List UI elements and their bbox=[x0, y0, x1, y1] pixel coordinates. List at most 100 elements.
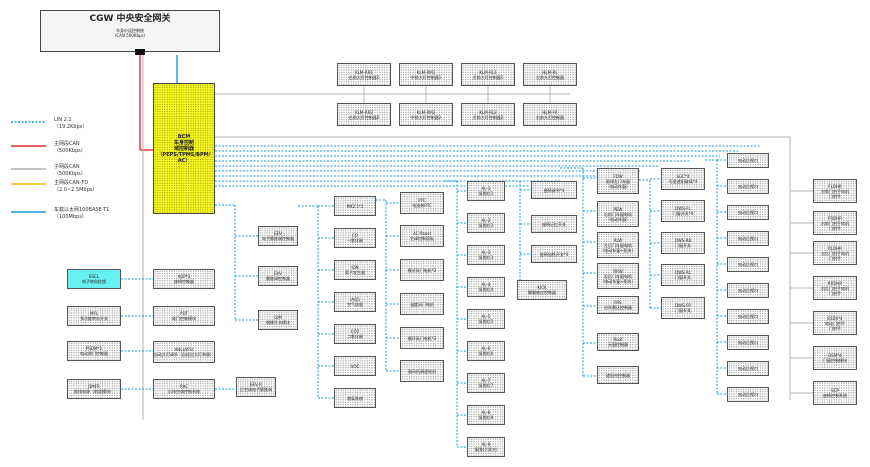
mirror-module-8-label: 电动后视口 bbox=[738, 366, 758, 371]
window-module-5-label-l1: Roof bbox=[613, 337, 623, 342]
sensor-6: 香氛系统 bbox=[334, 388, 376, 408]
module-adp-label-l1: ADP*3 bbox=[177, 274, 191, 279]
module-top-0-label-l2: 右前大灯控制器1 bbox=[348, 74, 380, 80]
bcm-line5: AC） bbox=[177, 157, 191, 164]
module-second-3-label-l2: 右前大灯控制器 bbox=[536, 114, 564, 120]
ac-module-2: 模式风门电机*2 bbox=[400, 259, 444, 281]
legend-item-eth-label: 车载以太网100BASE-T1 bbox=[54, 207, 110, 213]
ambient-light-3-label-l1: AL-4 bbox=[481, 282, 491, 287]
module-gim-label-l1: GIM bbox=[274, 315, 282, 320]
window-module-4-label-l1: PAS bbox=[614, 300, 622, 305]
door-switch-0-label-l2: 可变遮阳玻璃*4 bbox=[668, 179, 698, 184]
module-adp-label-l2: 座椅控制器 bbox=[174, 279, 194, 284]
mirror-module-9-label: 电动后视口 bbox=[738, 392, 758, 397]
ac-module-0-label-l2: 电加热PTC bbox=[412, 203, 432, 208]
ambient-light-6-label-l1: AL-7 bbox=[481, 378, 491, 383]
legend-item-subcan-label: 子网段CAN bbox=[54, 164, 80, 170]
ambient-light-1-label-l2: 氛围灯2 bbox=[478, 223, 494, 228]
module-second-1-label-l1: KLM-RM2 bbox=[416, 109, 436, 115]
ac-module-0-label-l1: PTC bbox=[418, 198, 426, 203]
gateway-line1: 车身价运控制统 bbox=[116, 28, 144, 33]
bcm-line2: 车身控制 bbox=[173, 139, 194, 146]
bcm-controller: BCM 车身控制 域控制器 （PEPS/TPMS/BPM/ AC） bbox=[153, 83, 215, 214]
mirror-module-9: 电动后视口 bbox=[727, 387, 769, 402]
handle-module-3-label-l1: RRDHR bbox=[827, 280, 843, 286]
module-dmfr-label-l1: DMFR bbox=[88, 384, 100, 389]
handle-module-0-label-l2: 左前门把手电机 bbox=[821, 188, 849, 194]
sensor-2-label-l2: 离子发生器 bbox=[345, 270, 365, 275]
seat-module-2-label-l1: 座椅加热开关*4 bbox=[539, 251, 569, 257]
handle-module-6-label-l2: 座椅控制系统 bbox=[823, 393, 847, 398]
mirror-module-1: 电动后视口 bbox=[727, 179, 769, 194]
legend-item-can-label: 主网段CAN bbox=[54, 141, 80, 147]
ambient-light-7-label-l2: 氛围灯8 bbox=[478, 415, 494, 420]
ac-module-3-label-l1: 温度风门电机 bbox=[410, 301, 434, 307]
mirror-module-0: 电动后视口 bbox=[727, 153, 769, 168]
module-top-3-label-l1: HLM-RL bbox=[542, 69, 558, 75]
door-switch-4-label-l1: DWS-FR bbox=[674, 303, 692, 308]
module-ahl: AHL(AFS)自动大灯调节（自适应大灯系统） bbox=[153, 341, 215, 363]
handle-module-3-label-l2: 右后门把手电机 bbox=[821, 285, 849, 291]
mirror-module-7: 电动后视口 bbox=[727, 335, 769, 350]
ambient-light-1-label-l1: AL-2 bbox=[481, 218, 491, 223]
door-switch-4-label-l2: 门窗开关 bbox=[675, 308, 691, 313]
mirror-module-3: 电动后视口 bbox=[727, 231, 769, 246]
ambient-light-0-label-l1: AL-1 bbox=[481, 186, 491, 191]
handle-module-1-label-l1: FRDHR bbox=[828, 215, 842, 221]
legend-item-canfd-label: 主网段CAN-FD bbox=[54, 180, 89, 186]
module-mfl-label-l1: MFL bbox=[90, 311, 98, 316]
mirror-module-8: 电动后视口 bbox=[727, 361, 769, 376]
window-module-0-label-l1: FDW bbox=[613, 173, 623, 179]
handle-module-2-label-l1: RLDHR bbox=[828, 245, 842, 251]
module-escl-label-l1: ESCL bbox=[88, 274, 100, 279]
module-dmfr-label-l2: 前排电源（前部模块） bbox=[74, 389, 114, 394]
module-exv-label-l2: 膨胀阀控制器 bbox=[266, 276, 290, 281]
module-top-1-label-l1: KLM-RM1 bbox=[416, 69, 436, 75]
kick-module-label-l2: 脚踢感应控制器 bbox=[528, 290, 556, 295]
ambient-light-5-label-l1: AL-6 bbox=[481, 346, 491, 351]
module-mfl-label-l2: 多功能转向开关 bbox=[80, 316, 108, 321]
door-switch-3-label-l2: 门窗开关 bbox=[675, 275, 691, 280]
window-module-2-label-l1: RLW bbox=[613, 237, 623, 243]
door-switch-0-label-l1: SGC*4 bbox=[676, 174, 690, 179]
handle-module-5-label-l1: DSM*4 bbox=[828, 353, 842, 358]
seat-module-1-label-l1: 座椅记忆开关 bbox=[542, 221, 566, 227]
module-pdt-label-l2: 尾门控制模块 bbox=[172, 316, 196, 321]
mirror-module-2-label: 电动后视口 bbox=[738, 210, 758, 215]
ambient-light-6-label-l2: 氛围灯7 bbox=[478, 383, 494, 388]
ambient-light-0-label-l2: 氛围灯1 bbox=[478, 191, 494, 196]
module-second-2-label-l1: KLM-RL2 bbox=[479, 109, 497, 115]
